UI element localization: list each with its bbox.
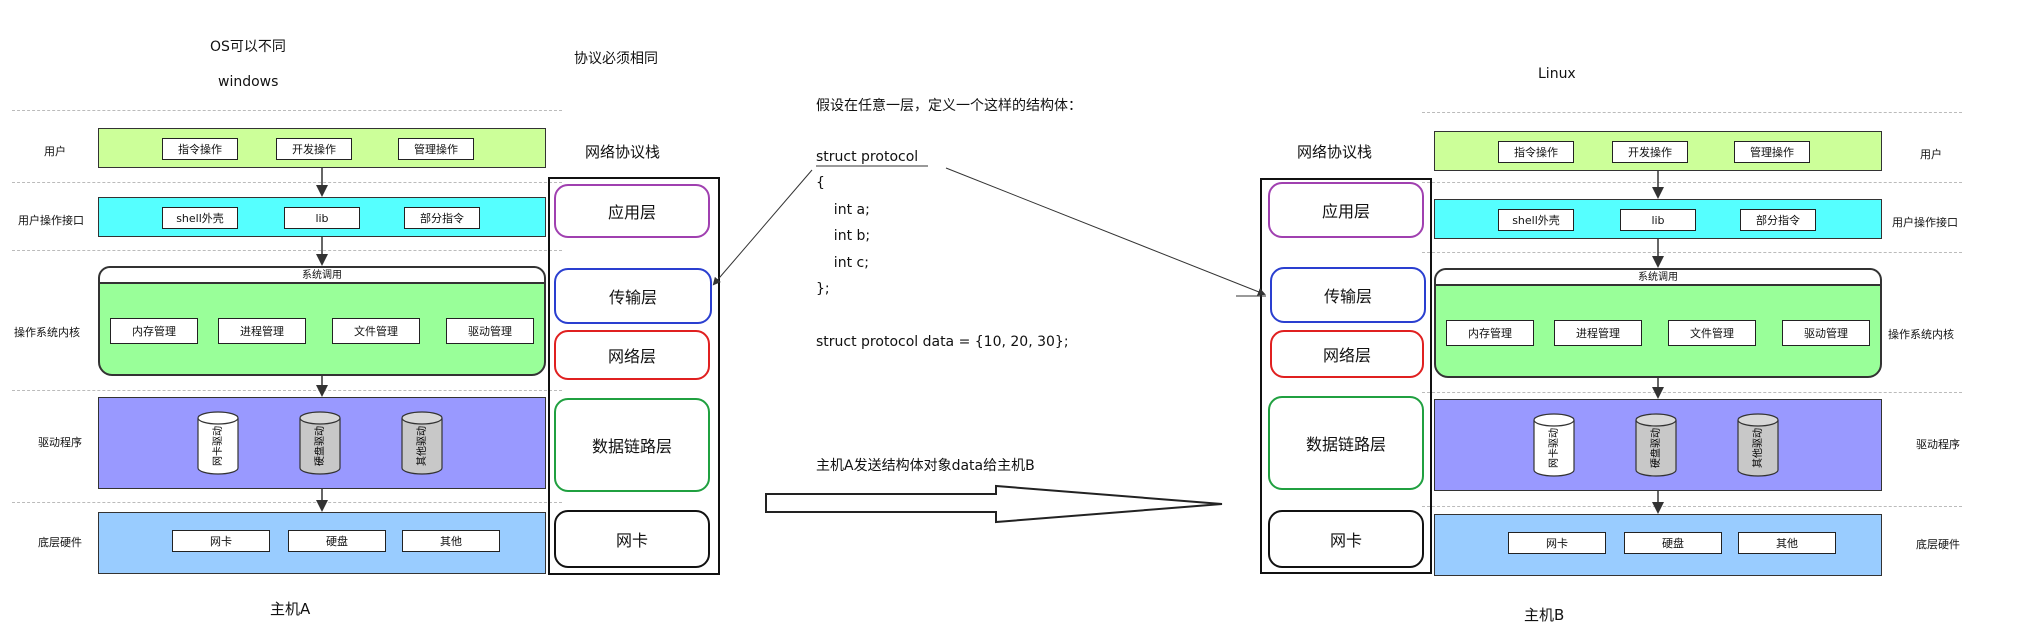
b-file-mgmt-box: 文件管理 [1668,320,1756,346]
b-admin-op-box: 管理操作 [1734,141,1810,163]
nic-driver-label-b: 网卡驱动 [1547,428,1560,468]
b-process-mgmt-box: 进程管理 [1554,320,1642,346]
host-a-datalink-layer: 数据链路层 [554,398,710,492]
host-a-stack-title: 网络协议栈 [585,143,661,161]
command-op-box: 指令操作 [162,138,238,160]
dev-op-box: 开发操作 [276,138,352,160]
b-other-hw-box: 其他 [1738,532,1836,554]
b-row-label-drivers: 驱动程序 [1916,438,1960,451]
admin-op-box: 管理操作 [398,138,474,160]
b-nic-hw-box: 网卡 [1508,532,1606,554]
host-a-stack-frame [548,177,720,575]
b-disk-hw-box: 硬盘 [1624,532,1722,554]
host-b-nic-layer: 网卡 [1268,510,1424,568]
row-label-drivers: 驱动程序 [38,436,82,449]
code-line-1: struct protocol [816,149,919,165]
syscall-header: 系统调用 [98,266,546,284]
cylinder-disk-driver-b [1635,413,1677,477]
host-a-network-layer: 网络层 [554,330,710,380]
code-line-8: struct protocol data = {10, 20, 30}; [816,334,1069,350]
cylinder-nic-driver-b [1533,413,1575,477]
send-text: 主机A发送结构体对象data给主机B [816,458,1035,474]
driver-mgmt-box: 驱动管理 [446,318,534,344]
host-b-os-name: Linux [1538,66,1576,82]
struct-intro: 假设在任意一层，定义一个这样的结构体： [816,98,1082,114]
b-row-label-kernel: 操作系统内核 [1888,328,1954,341]
b-row-label-interface: 用户操作接口 [1892,216,1958,229]
b-dev-op-box: 开发操作 [1612,141,1688,163]
b-shell-box: shell外壳 [1498,209,1574,231]
host-a-transport-layer: 传输层 [554,268,712,324]
code-line-5: int c; [816,255,869,271]
other-hw-box: 其他 [402,530,500,552]
host-b-transport-layer: 传输层 [1270,267,1426,323]
host-b-label: 主机B [1524,606,1565,624]
nic-hw-box: 网卡 [172,530,270,552]
disk-hw-box: 硬盘 [288,530,386,552]
b-row-label-hardware: 底层硬件 [1916,538,1960,551]
process-mgmt-box: 进程管理 [218,318,306,344]
partial-commands-box: 部分指令 [404,207,480,229]
memory-mgmt-box: 内存管理 [110,318,198,344]
host-b-network-layer: 网络层 [1270,330,1424,378]
protocol-note: 协议必须相同 [574,51,658,67]
host-a-label: 主机A [270,600,311,618]
send-arrow [765,484,1223,524]
shell-box: shell外壳 [162,207,238,229]
host-a-app-layer: 应用层 [554,184,710,238]
b-lib-box: lib [1620,209,1696,231]
host-b-datalink-layer: 数据链路层 [1268,396,1424,490]
file-mgmt-box: 文件管理 [332,318,420,344]
cylinder-other-driver-a [401,411,443,475]
b-partial-commands-box: 部分指令 [1740,209,1816,231]
disk-driver-label-b: 硬盘驱动 [1649,428,1662,468]
host-b-stack-title: 网络协议栈 [1297,143,1373,161]
b-memory-mgmt-box: 内存管理 [1446,320,1534,346]
nic-driver-label-a: 网卡驱动 [211,426,224,466]
other-driver-label-b: 其他驱动 [1751,428,1764,468]
disk-driver-label-a: 硬盘驱动 [313,426,326,466]
code-line-2: { [816,175,825,191]
b-row-label-user: 用户 [1920,148,1942,161]
code-line-6: }; [816,281,830,297]
b-syscall-header: 系统调用 [1434,268,1882,286]
row-label-hardware: 底层硬件 [38,536,82,549]
connector-to-transport-b [945,167,1266,296]
other-driver-label-a: 其他驱动 [415,426,428,466]
row-label-user: 用户 [44,145,66,158]
b-command-op-box: 指令操作 [1498,141,1574,163]
b-driver-mgmt-box: 驱动管理 [1782,320,1870,346]
connector-to-transport-a [712,169,813,286]
cylinder-disk-driver-a [299,411,341,475]
code-line-3: int a; [816,202,870,218]
host-b-app-layer: 应用层 [1268,182,1424,238]
os-note: OS可以不同 [210,39,286,55]
cylinder-nic-driver-a [197,411,239,475]
code-line-4: int b; [816,228,871,244]
host-b-stack-frame [1260,178,1432,574]
lib-box: lib [284,207,360,229]
host-a-nic-layer: 网卡 [554,510,710,568]
row-label-interface: 用户操作接口 [18,214,84,227]
host-a-os-name: windows [218,74,279,90]
row-label-kernel: 操作系统内核 [14,326,80,339]
cylinder-other-driver-b [1737,413,1779,477]
